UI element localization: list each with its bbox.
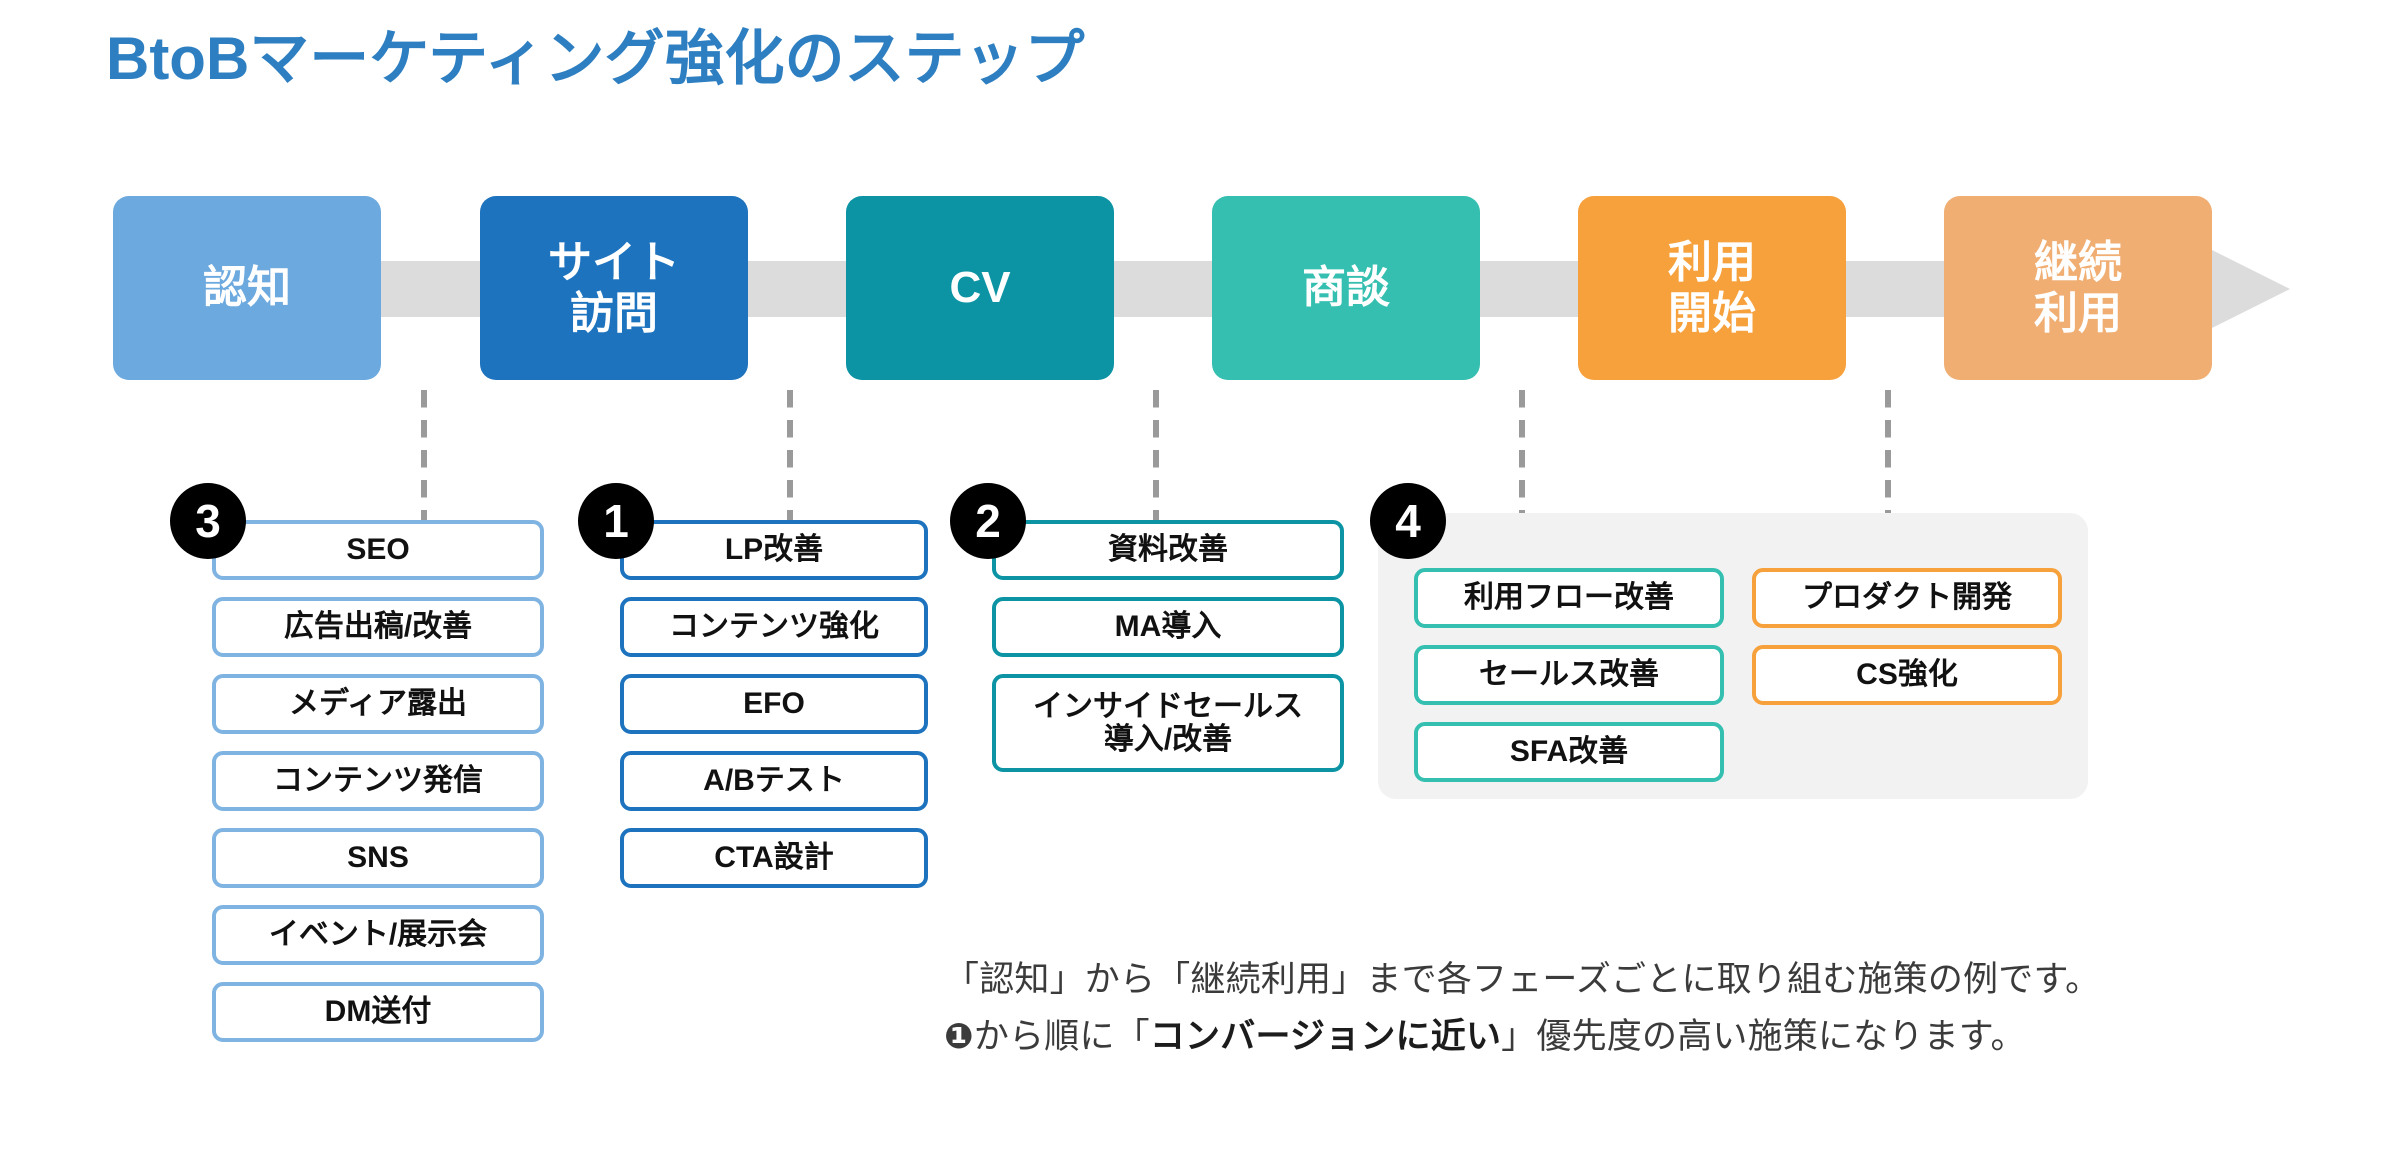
tactic-box[interactable]: プロダクト開発: [1752, 568, 2062, 628]
tactic-box[interactable]: インサイドセールス 導入/改善: [992, 674, 1344, 772]
tactic-column-3: 資料改善 MA導入インサイドセールス 導入/改善: [992, 520, 1344, 789]
tactic-box[interactable]: LP改善: [620, 520, 928, 580]
tactic-box[interactable]: 資料改善: [992, 520, 1344, 580]
priority-badge-4: 4: [1370, 483, 1446, 559]
tactic-box[interactable]: EFO: [620, 674, 928, 734]
phase-label: 認知: [203, 263, 291, 313]
tactic-box[interactable]: 広告出稿/改善: [212, 597, 544, 657]
caption-line-1: 「認知」から「継続利用」まで各フェーズごとに取り組む施策の例です。: [944, 960, 2101, 999]
phase-box-2[interactable]: サイト 訪問: [480, 196, 748, 380]
tactic-box[interactable]: SFA改善: [1414, 722, 1724, 782]
connector-dash-2: [787, 390, 793, 520]
page-title: BtoBマーケティング強化のステップ: [106, 25, 1085, 92]
tactic-column-4: 利用フロー改善セールス改善 SFA改善: [1414, 568, 1724, 799]
priority-badge-3: 3: [170, 483, 246, 559]
phase-box-1[interactable]: 認知: [113, 196, 381, 380]
tactic-box[interactable]: SNS: [212, 828, 544, 888]
tactic-column-1: SEO 広告出稿/改善メディア露出コンテンツ発信 SNS イベント/展示会 DM送付: [212, 520, 544, 1059]
phase-label: CV: [949, 263, 1011, 313]
tactic-box[interactable]: SEO: [212, 520, 544, 580]
tactic-box[interactable]: セールス改善: [1414, 645, 1724, 705]
priority-badge-1: 1: [578, 483, 654, 559]
tactic-box[interactable]: メディア露出: [212, 674, 544, 734]
caption-line-2-a: から順に「: [973, 1016, 1150, 1056]
tactic-box[interactable]: コンテンツ発信: [212, 751, 544, 811]
connector-dash-4: [1519, 390, 1525, 555]
phase-label: 商談: [1302, 263, 1390, 313]
caption: 「認知」から「継続利用」まで各フェーズごとに取り組む施策の例です。 ❶から順に「…: [944, 952, 2364, 1065]
tactic-box[interactable]: A/Bテスト: [620, 751, 928, 811]
tactic-box[interactable]: DM送付: [212, 982, 544, 1042]
tactic-box[interactable]: MA導入: [992, 597, 1344, 657]
phase-box-4[interactable]: 商談: [1212, 196, 1480, 380]
phase-label: サイト 訪問: [548, 237, 680, 338]
caption-line-2: ❶から順に「コンバージョンに近い」優先度の高い施策になります。: [944, 1009, 2364, 1066]
tactic-box[interactable]: イベント/展示会: [212, 905, 544, 965]
phase-box-5[interactable]: 利用 開始: [1578, 196, 1846, 380]
connector-dash-3: [1153, 390, 1159, 520]
connector-dash-5: [1885, 390, 1891, 555]
tactic-box[interactable]: CTA設計: [620, 828, 928, 888]
phase-box-6[interactable]: 継続 利用: [1944, 196, 2212, 380]
phase-label: 継続 利用: [2034, 237, 2122, 338]
phase-label: 利用 開始: [1668, 237, 1756, 338]
tactic-box[interactable]: CS強化: [1752, 645, 2062, 705]
priority-badge-2: 2: [950, 483, 1026, 559]
tactic-box[interactable]: コンテンツ強化: [620, 597, 928, 657]
phase-box-3[interactable]: CV: [846, 196, 1114, 380]
tactic-column-5: プロダクト開発 CS強化: [1752, 568, 2062, 722]
tactic-column-2: LP改善コンテンツ強化 EFO A/Bテスト CTA設計: [620, 520, 928, 905]
connector-dash-1: [421, 390, 427, 520]
flow-band: [150, 261, 2210, 317]
caption-line-2-emphasis: コンバージョンに近い: [1149, 1016, 1502, 1056]
caption-marker-icon: ❶: [944, 1016, 974, 1056]
tactic-box[interactable]: 利用フロー改善: [1414, 568, 1724, 628]
caption-line-2-b: 」優先度の高い施策になります。: [1501, 1016, 2026, 1056]
